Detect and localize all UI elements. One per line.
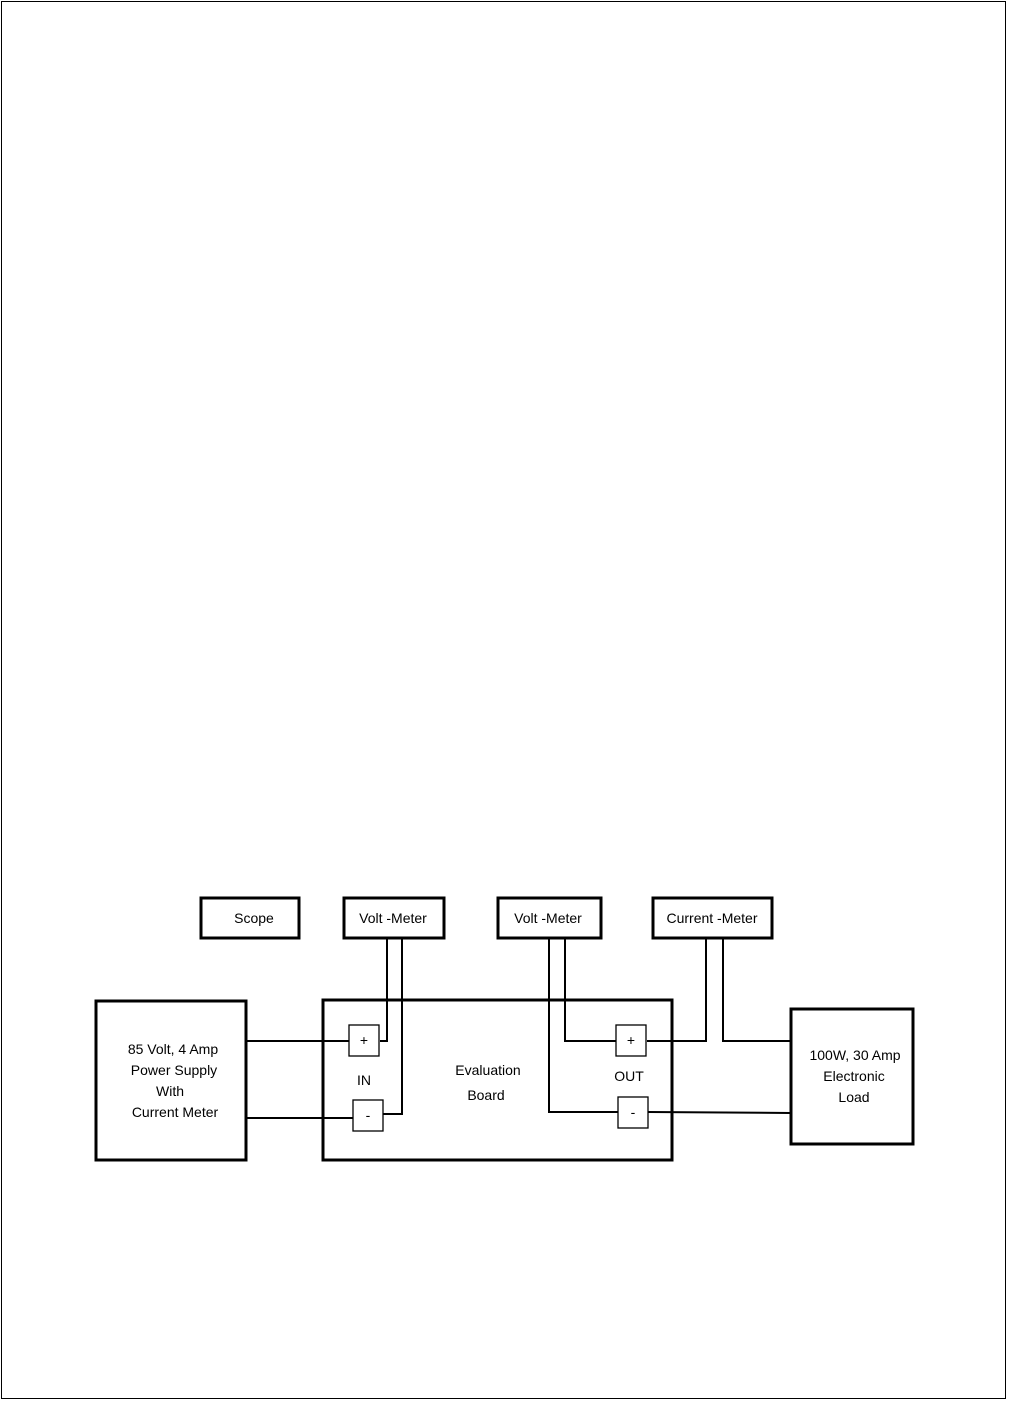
- volt-meter-in-box: Volt -Meter: [342, 896, 446, 940]
- volt-meter-in-label: Volt -Meter: [359, 910, 427, 926]
- in-minus-terminal: -: [352, 1099, 384, 1132]
- out-minus-sign: -: [631, 1104, 636, 1120]
- power-supply-line-3: With: [156, 1083, 184, 1099]
- electronic-load-line-3: Load: [838, 1089, 869, 1105]
- electronic-load-line-2: Electronic: [823, 1068, 884, 1084]
- in-plus-sign: +: [360, 1032, 368, 1048]
- out-plus-sign: +: [627, 1032, 635, 1048]
- wires: [247, 938, 792, 1119]
- out-plus-terminal: +: [615, 1024, 647, 1057]
- power-supply-line-1: 85 Volt, 4 Amp: [128, 1041, 218, 1057]
- electronic-load-line-1: 100W, 30 Amp: [809, 1047, 900, 1063]
- wire-out-plus-to-cm: [647, 938, 707, 1042]
- out-minus-terminal: -: [617, 1096, 649, 1129]
- power-supply-box: 85 Volt, 4 Amp Power Supply With Current…: [94, 999, 248, 1162]
- in-minus-sign: -: [366, 1107, 371, 1123]
- power-supply-line-2: Power Supply: [131, 1062, 217, 1078]
- power-supply-line-4: Current Meter: [132, 1104, 219, 1120]
- current-meter-box: Current -Meter: [651, 896, 774, 940]
- current-meter-label: Current -Meter: [666, 910, 757, 926]
- wire-vm-in-plus: [380, 938, 388, 1042]
- wire-cm-to-load: [722, 938, 791, 1042]
- scope-box: Scope: [199, 896, 301, 940]
- evaluation-board-box: Evaluation Board IN OUT: [321, 998, 674, 1162]
- wire-vm-in-minus: [383, 938, 403, 1115]
- electronic-load-box: 100W, 30 Amp Electronic Load: [789, 1007, 915, 1146]
- volt-meter-out-box: Volt -Meter: [496, 896, 603, 940]
- wire-vm-out-plus: [564, 938, 616, 1042]
- in-label: IN: [357, 1072, 371, 1088]
- scope-label: Scope: [234, 910, 274, 926]
- evaluation-board-line-2: Board: [467, 1087, 504, 1103]
- in-plus-terminal: +: [348, 1024, 380, 1057]
- wire-out-minus-to-load: [647, 1111, 792, 1114]
- out-label: OUT: [614, 1068, 644, 1084]
- evaluation-board-line-1: Evaluation: [455, 1062, 520, 1078]
- volt-meter-out-label: Volt -Meter: [514, 910, 582, 926]
- wire-vm-out-minus: [548, 938, 618, 1113]
